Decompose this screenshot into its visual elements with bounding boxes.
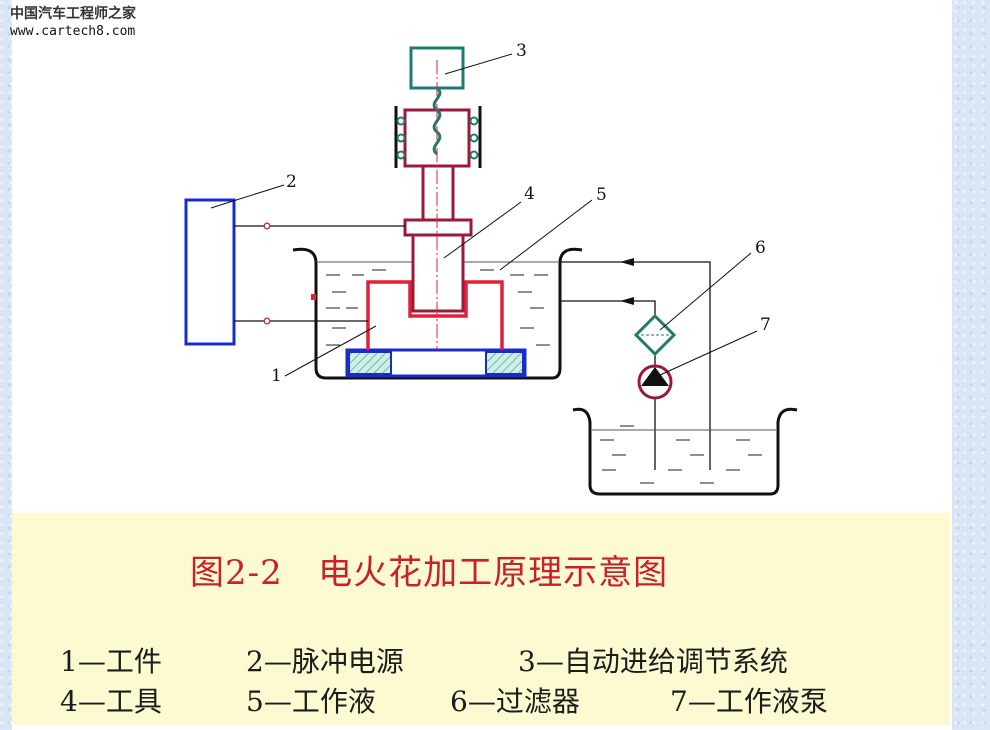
label-pump: 7	[760, 315, 771, 335]
legend-item-pump: 7—工作液泵	[670, 685, 828, 718]
pump-triangle	[641, 367, 669, 386]
label-servo-system: 3	[516, 41, 527, 61]
fixture-block-right	[485, 351, 524, 375]
watermark: 中国汽车工程师之家 www.cartech8.com	[10, 6, 136, 40]
caption-panel	[12, 513, 950, 725]
workpiece	[366, 280, 504, 350]
label-tool: 4	[524, 184, 535, 204]
terminal-top	[263, 222, 271, 230]
label-working-fluid: 5	[596, 185, 607, 205]
tool-spindle	[421, 164, 455, 222]
leader-lines	[210, 53, 758, 377]
terminal-bottom	[263, 317, 271, 325]
fluid-reservoir	[572, 407, 798, 496]
watermark-url: www.cartech8.com	[10, 24, 136, 39]
label-power-supply: 2	[286, 172, 297, 192]
working-fluid-dashes	[326, 269, 550, 346]
legend-item-working-fluid: 5—工作液	[246, 685, 376, 718]
legend-item-workpiece: 1—工件	[60, 645, 162, 678]
reservoir-fluid-dashes	[600, 425, 762, 484]
machining-tank	[292, 247, 583, 380]
tool-holder-flange	[403, 218, 473, 237]
label-filter: 6	[755, 238, 766, 258]
figure-title: 图2-2 电火花加工原理示意图	[190, 553, 669, 593]
servo-rollers	[396, 116, 479, 160]
return-pipe	[560, 261, 711, 470]
fixture-block-left	[348, 351, 392, 375]
tool-electrode	[411, 233, 465, 313]
legend-item-filter: 6—过滤器	[450, 685, 580, 718]
watermark-site-name: 中国汽车工程师之家	[10, 6, 136, 22]
legend-item-servo-system: 3—自动进给调节系统	[518, 645, 788, 678]
filter-symbol	[633, 313, 677, 357]
legend-item-power-supply: 2—脉冲电源	[246, 645, 404, 678]
supply-pipe	[560, 300, 656, 316]
label-workpiece: 1	[271, 366, 282, 386]
legend-item-tool: 4—工具	[60, 685, 162, 718]
return-arrow	[620, 258, 634, 266]
pulse-power-supply	[184, 198, 236, 346]
workpiece-contact-mark	[311, 294, 316, 300]
supply-arrow	[620, 297, 634, 305]
